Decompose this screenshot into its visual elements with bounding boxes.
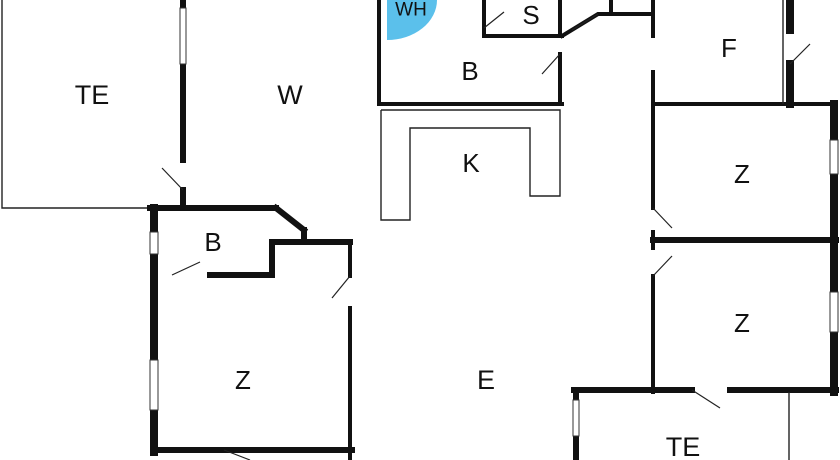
window xyxy=(572,399,580,437)
living-room-walls xyxy=(161,0,187,211)
door-swing xyxy=(691,389,721,409)
window xyxy=(179,7,187,65)
room-f-walls xyxy=(651,0,838,108)
room-label-bedroom-east-2: Z xyxy=(734,308,750,338)
door-swing xyxy=(571,13,599,31)
window xyxy=(829,291,839,333)
bathroom-west-walls xyxy=(147,203,353,278)
door-swing xyxy=(541,53,561,75)
bathroom-north-walls xyxy=(377,0,654,106)
door-swing xyxy=(223,449,251,460)
terrace-nw-outline xyxy=(1,0,182,209)
bedrooms-east-walls xyxy=(650,100,839,396)
water-heater-shape xyxy=(387,0,437,40)
window xyxy=(149,231,159,255)
room-label-bedroom-east-1: Z xyxy=(734,159,750,189)
room-label-hall: E xyxy=(477,365,495,395)
room-label-terrace-nw: TE xyxy=(75,80,110,110)
door-swing xyxy=(483,11,505,29)
door-swing xyxy=(789,43,811,65)
terrace-se-walls xyxy=(571,387,839,460)
room-label-living-room: W xyxy=(277,80,303,110)
door-swing xyxy=(161,167,184,191)
room-label-room-f: F xyxy=(721,33,737,63)
kitchen-counter xyxy=(380,109,561,221)
room-label-kitchen: K xyxy=(462,148,480,178)
room-labels: TE W WH S B K F Z Z B Z E TE xyxy=(75,0,750,460)
room-label-storage: S xyxy=(522,0,539,30)
bedroom-west-walls xyxy=(149,204,355,460)
room-label-bedroom-west: Z xyxy=(235,365,251,395)
room-label-terrace-se: TE xyxy=(666,432,701,460)
window xyxy=(829,139,839,175)
room-label-bathroom-north: B xyxy=(461,56,478,86)
room-label-water-heater: WH xyxy=(395,0,427,21)
door-swing xyxy=(652,207,673,229)
door-swing xyxy=(652,255,673,277)
window xyxy=(149,359,159,411)
room-label-bathroom-west: B xyxy=(204,227,221,257)
door-swing xyxy=(331,275,351,299)
door-swing xyxy=(171,261,201,276)
